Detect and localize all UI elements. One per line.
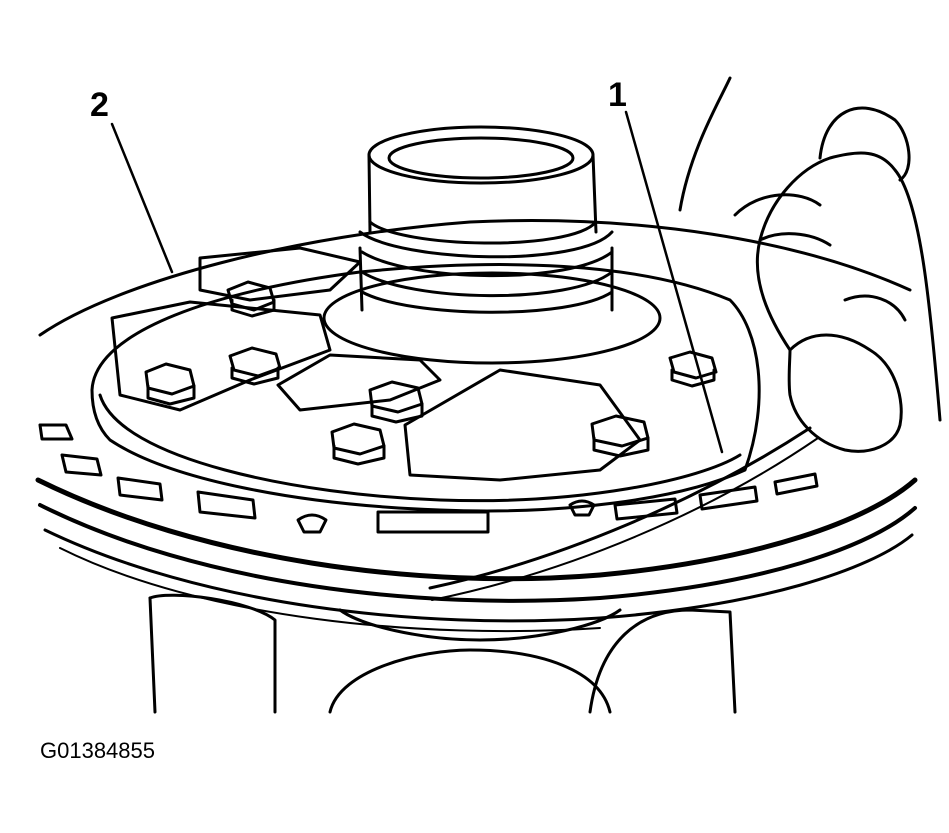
- plate-slots: [40, 425, 817, 532]
- hand: [680, 78, 940, 451]
- shaft-cylinder: [369, 127, 596, 243]
- bolt: [370, 382, 422, 422]
- bolt: [332, 424, 384, 464]
- leader-line-2: [112, 124, 172, 272]
- leader-lines: [112, 112, 722, 452]
- spacer-blocks: [112, 248, 640, 480]
- callout-2: 2: [90, 86, 109, 124]
- compressor-clutch-illustration: [0, 0, 949, 720]
- leader-line-1: [626, 112, 722, 452]
- bolt: [146, 364, 194, 404]
- bolt: [592, 416, 648, 456]
- figure-id: G01384855: [40, 738, 155, 763]
- pulley-rings: [38, 221, 915, 632]
- center-hub: [324, 232, 660, 363]
- callout-1: 1: [608, 76, 627, 114]
- compressor-housing: [150, 595, 735, 712]
- bolt: [670, 352, 716, 386]
- feeler-gauge: [430, 428, 818, 600]
- hub-body: [92, 265, 759, 511]
